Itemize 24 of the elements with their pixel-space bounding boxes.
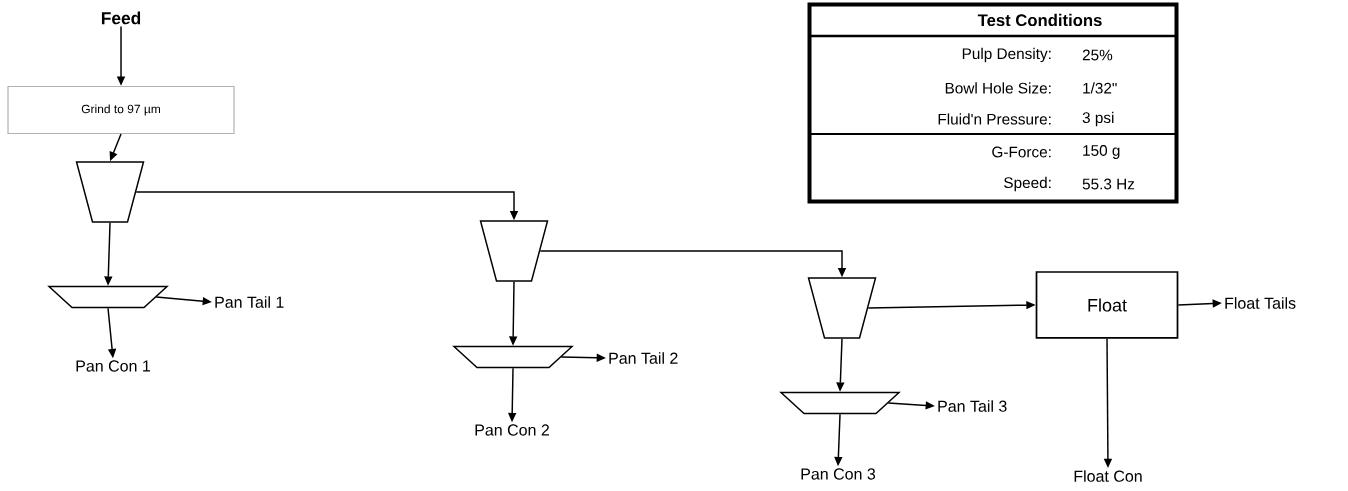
stream-label: Pan Tail 3 [938,400,1007,412]
feed-label: Feed [101,11,141,25]
condition-value: 25% [1082,49,1113,61]
concentrator-bowl [75,161,145,223]
stream-label: Pan Con 3 [801,468,876,480]
condition-value: 55.3 Hz [1082,178,1135,190]
condition-label: Pulp Density: [962,47,1051,63]
stream-label: Float Con [1074,470,1142,482]
concentrator-bowl [479,220,549,282]
concentrator-bowl [807,277,877,339]
process-box: Float [1035,271,1179,339]
stream-label: Pan Con 1 [76,360,150,372]
stream-label: Pan Con 2 [475,424,549,436]
condition-value: 150 g [1083,145,1120,159]
condition-label: G-Force: [992,146,1051,158]
stream-label: Float Tails [1225,297,1296,309]
condition-value: 1/32" [1083,82,1117,94]
condition-value: 3 psi [1082,111,1114,127]
process-box: Grind to 97 µm [7,85,235,135]
condition-label: Bowl Hole Size: [945,82,1051,94]
condition-label: Speed: [1004,176,1051,192]
condition-label: Fluid'n Pressure: [938,113,1051,125]
stream-label: Pan Tail 1 [215,296,284,308]
stream-label: Pan Tail 2 [609,352,678,364]
